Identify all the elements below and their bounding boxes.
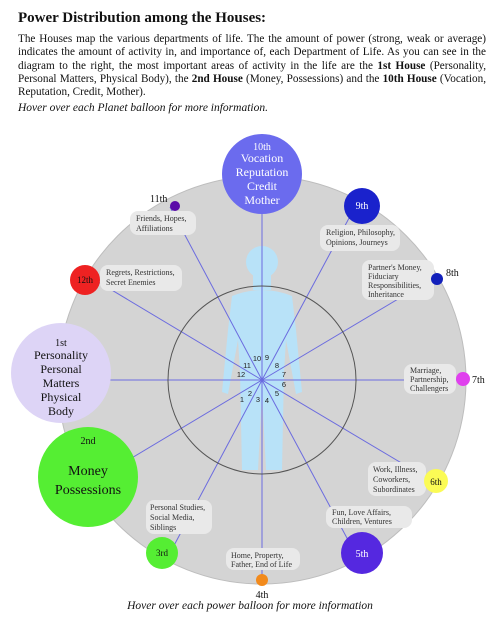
house-number-7: 7: [282, 370, 286, 379]
inner-wheel: [167, 285, 357, 475]
house-number-4: 4: [265, 396, 269, 405]
house-5-desc-line-1: Fun, Love Affairs,: [332, 508, 391, 517]
house-3-desc-line-1: Personal Studies,: [150, 503, 205, 512]
house-number-1: 1: [240, 395, 244, 404]
house-10-line-3: Credit: [247, 179, 278, 193]
house-9-name: 9th: [356, 201, 369, 212]
house-5-desc-line-2: Children, Ventures: [332, 517, 392, 526]
house-5-name: 5th: [356, 549, 369, 560]
house-4-name: 4th: [256, 590, 269, 601]
house-8-desc-line-2: Fiduciary: [368, 272, 399, 281]
intro-text-2: (Personality, Personal Matters, Physical…: [18, 59, 486, 85]
house-4-balloon[interactable]: 4th: [256, 574, 269, 601]
house-6-desc-line-1: Work, Illness,: [373, 465, 417, 474]
house-7-desc-line-3: Challengers: [410, 384, 448, 393]
house-3-balloon[interactable]: 3rd: [146, 537, 178, 569]
house-number-9: 9: [265, 353, 269, 362]
house-9-desc-line-2: Opinions, Journeys: [326, 238, 388, 247]
house-11-balloon[interactable]: 11th: [150, 194, 180, 211]
house-1-name: 1st: [55, 338, 67, 349]
intro-text-3: (Money, Possessions) and the: [242, 72, 383, 85]
house-7-desc-line-2: Partnership,: [410, 375, 448, 384]
house-1-line-5: Body: [48, 404, 74, 418]
house-1-line-2: Personal: [40, 362, 82, 376]
house-7-name: 7th: [472, 375, 485, 386]
intro-house-10: 10th House: [382, 72, 437, 85]
house-7-balloon[interactable]: 7th: [456, 372, 485, 386]
house-10-line-4: Mother: [244, 193, 279, 207]
house-3-name: 3rd: [156, 548, 168, 558]
house-10-line-1: Vocation: [241, 151, 283, 165]
house-number-2: 2: [248, 389, 252, 398]
house-8-desc-line-1: Partner's Money,: [368, 263, 422, 272]
house-11-name: 11th: [150, 194, 167, 205]
house-8-name: 8th: [446, 268, 459, 279]
house-2-name: 2nd: [81, 436, 96, 447]
house-12-desc-line-2: Secret Enemies: [106, 278, 156, 287]
house-12-desc-line-1: Regrets, Restrictions,: [106, 268, 175, 277]
house-5-balloon[interactable]: 5th: [341, 532, 383, 574]
house-3-desc-line-2: Social Media,: [150, 513, 194, 522]
house-6-desc-line-2: Coworkers,: [373, 475, 410, 484]
intro-house-2: 2nd House: [191, 72, 243, 85]
house-12-balloon[interactable]: 12th: [70, 265, 100, 295]
description-bubbles: [100, 211, 456, 570]
house-10-line-2: Reputation: [236, 165, 289, 179]
house-1-line-4: Physical: [41, 390, 82, 404]
house-number-3: 3: [256, 395, 260, 404]
house-number-5: 5: [275, 389, 279, 398]
house-8-desc-line-4: Inheritance: [368, 290, 404, 299]
intro-house-1: 1st House: [377, 59, 426, 72]
page-title: Power Distribution among the Houses:: [18, 10, 267, 26]
house-number-6: 6: [282, 380, 286, 389]
house-6-name: 6th: [430, 477, 442, 487]
house-11-desc-line-2: Affiliations: [136, 224, 173, 233]
house-2-balloon[interactable]: 2nd Money Possessions: [38, 427, 138, 527]
house-9-desc-line-1: Religion, Philosophy,: [326, 228, 395, 237]
house-11-desc-line-1: Friends, Hopes,: [136, 214, 186, 223]
power-hover-hint: Hover over each power balloon for more i…: [127, 600, 373, 612]
intro-paragraph: The Houses map the various departments o…: [18, 33, 486, 99]
house-1-line-3: Matters: [43, 376, 80, 390]
intro-text-1: The Houses map the various departments o…: [18, 33, 486, 72]
house-9-balloon[interactable]: 9th: [344, 188, 380, 224]
house-2-line-1: Money: [68, 464, 108, 479]
planet-hover-hint: Hover over each Planet balloon for more …: [18, 102, 268, 114]
house-12-name: 12th: [77, 275, 94, 285]
house-number-10: 10: [253, 354, 261, 363]
house-1-line-1: Personality: [34, 348, 88, 362]
house-2-line-2: Possessions: [55, 483, 121, 498]
house-8-desc-line-3: Responsibilities,: [368, 281, 421, 290]
intro-text-4: (Vocation, Reputation, Credit, Mother).: [18, 72, 486, 99]
house-1-balloon[interactable]: 1st Personality Personal Matters Physica…: [11, 323, 111, 423]
house-3-desc-line-3: Siblings: [150, 523, 176, 532]
house-6-desc-line-3: Subordinates: [373, 485, 415, 494]
house-number-11: 11: [243, 361, 251, 370]
house-4-desc-line-2: Father, End of Life: [231, 560, 292, 569]
house-7-desc-line-1: Marriage,: [410, 366, 441, 375]
house-4-desc-line-1: Home, Property,: [231, 551, 284, 560]
house-8-balloon[interactable]: 8th: [431, 268, 459, 285]
house-6-balloon[interactable]: 6th: [424, 469, 448, 493]
house-number-8: 8: [275, 361, 279, 370]
house-number-12: 12: [237, 370, 245, 379]
house-10-name: 10th: [253, 142, 271, 153]
house-10-balloon[interactable]: 10th Vocation Reputation Credit Mother: [222, 134, 302, 214]
